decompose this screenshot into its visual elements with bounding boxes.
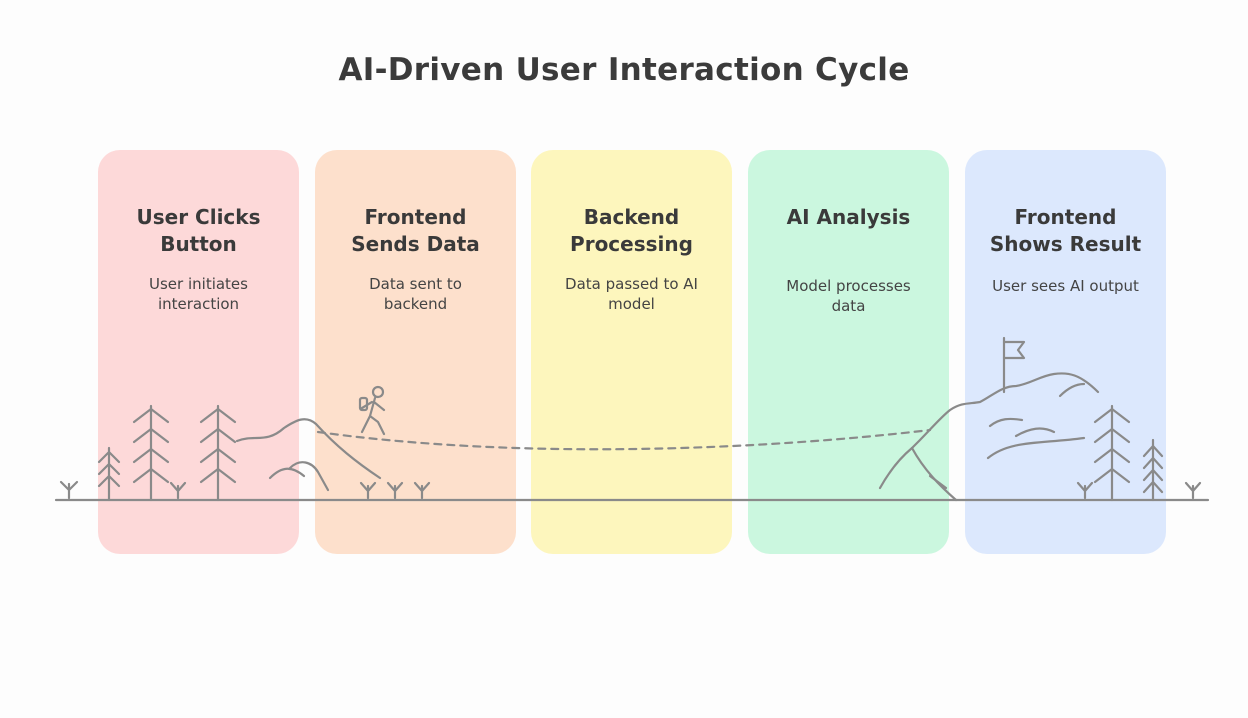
diagram-title: AI-Driven User Interaction Cycle: [338, 52, 910, 88]
hiker-icon: [358, 385, 386, 436]
step-title: AI Analysis: [786, 205, 911, 229]
tree-icon: [1093, 404, 1131, 502]
mountain-icon: [878, 372, 1100, 502]
tree-icon: [199, 404, 237, 502]
tree-icon: [132, 404, 170, 502]
dashed-path: [316, 428, 932, 451]
step-description: User sees AI output: [992, 277, 1139, 295]
tree-icon: [1142, 438, 1164, 502]
flag-icon: [1002, 336, 1026, 394]
tree-icon: [97, 446, 121, 502]
mountain-icon: [235, 418, 382, 492]
grass-icon: [59, 480, 1202, 500]
